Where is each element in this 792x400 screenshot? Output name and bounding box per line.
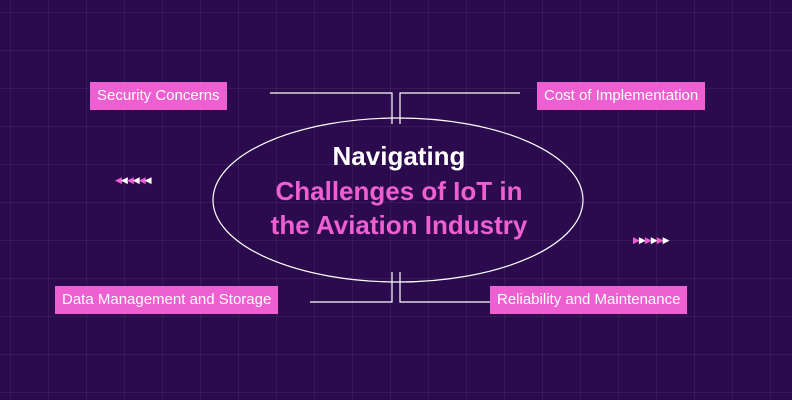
left-arrows-icon: ◀◀◀◀◀◀ bbox=[115, 175, 152, 185]
center-ellipse bbox=[212, 117, 584, 283]
label-security-concerns: Security Concerns bbox=[90, 82, 227, 110]
right-arrows-icon: ▶▶▶▶▶▶ bbox=[633, 235, 670, 245]
title-line-1: Navigating bbox=[332, 141, 466, 171]
label-cost-of-implementation: Cost of Implementation bbox=[537, 82, 706, 110]
title-line-3: the Aviation Industry bbox=[270, 210, 528, 240]
title-line-2: Challenges of IoT in bbox=[275, 176, 523, 206]
label-reliability-maintenance: Reliability and Maintenance bbox=[490, 286, 688, 314]
connector-bottom-right bbox=[399, 272, 490, 303]
connector-top-right bbox=[399, 92, 520, 124]
connector-bottom-left bbox=[310, 272, 393, 303]
connector-top-left bbox=[270, 92, 393, 124]
label-data-management: Data Management and Storage bbox=[55, 286, 279, 314]
